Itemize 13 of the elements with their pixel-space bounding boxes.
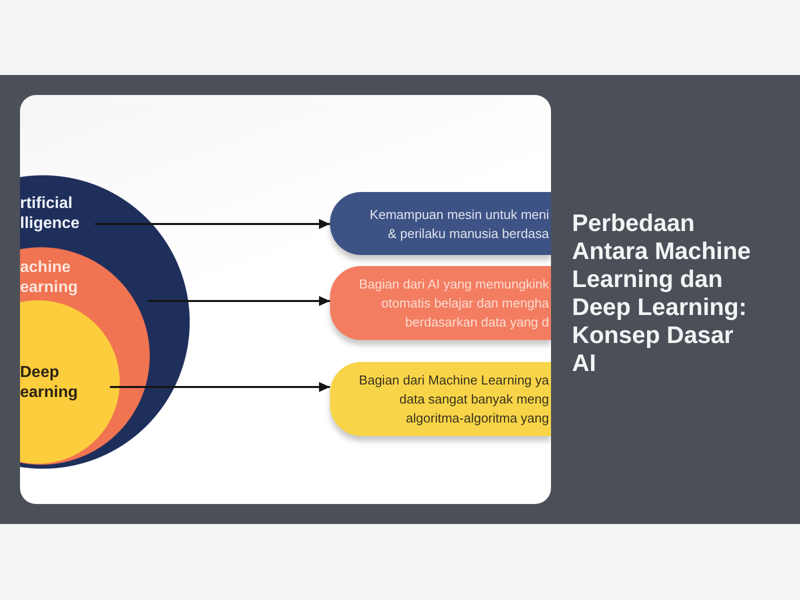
circle-label: rtificial lligence [20,194,81,234]
description-pill [330,362,551,436]
arrow [148,296,330,306]
arrow [110,382,330,392]
description-text: Bagian dari Machine Learning ya data sangat banyak meng algoritma-algoritma yang [358,372,549,428]
circle-label: Deep earning [20,363,79,403]
circle-label: achine earning [20,258,79,298]
page-title: Perbedaan Antara Machine Learning dan Deep Learning: Konsep Dasar AI [572,210,752,378]
description-text: Kemampuan mesin untuk meni & perilaku manusia berdasa [368,206,549,242]
description-pill [330,192,551,255]
description-pill [330,266,551,340]
description-text: Bagian dari AI yang memungkink otomatis belajar dan mengha berdasarkan data yang d [358,276,549,332]
arrow [95,219,330,229]
